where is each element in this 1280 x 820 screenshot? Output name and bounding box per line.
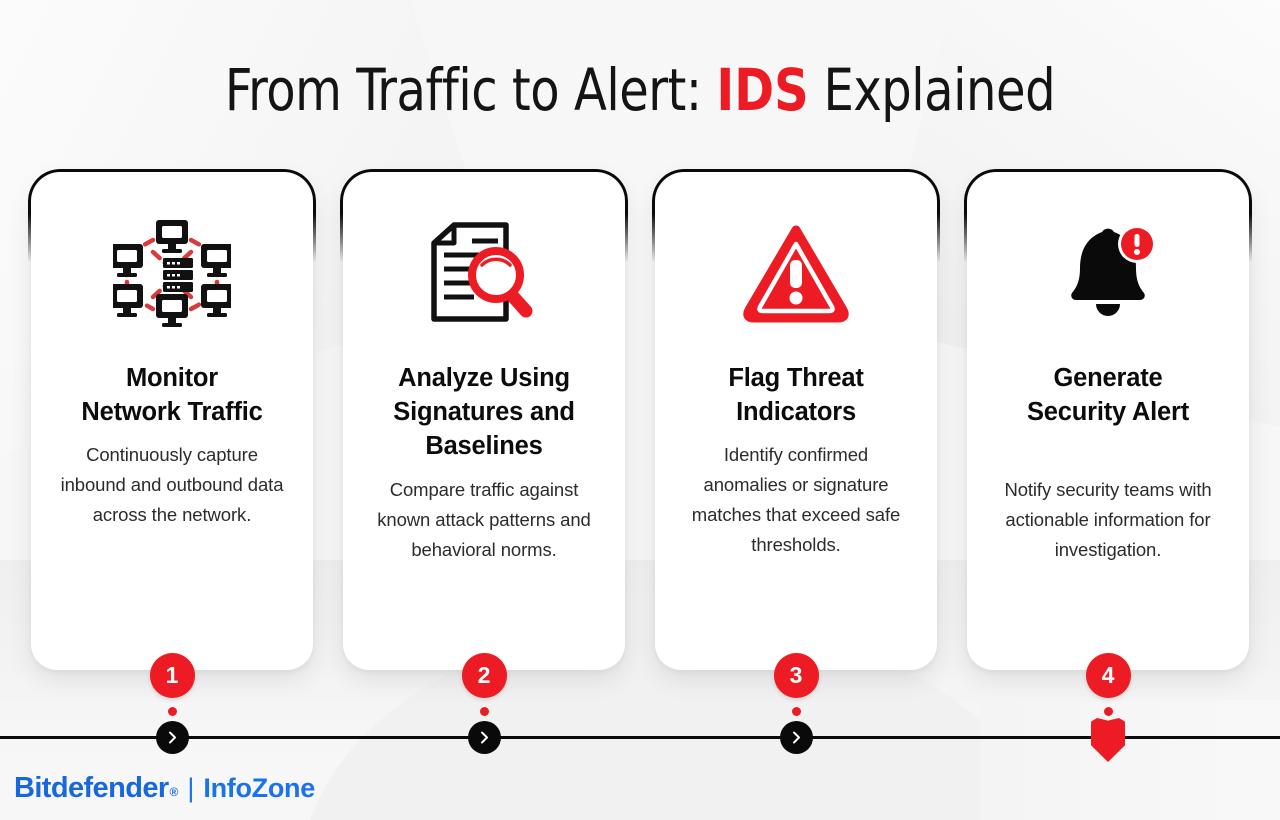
logo-brand-text: Bitdefender <box>14 772 169 804</box>
logo-subbrand-text: InfoZone <box>203 773 315 803</box>
step-dot-4 <box>1103 707 1113 716</box>
step-card-3-title: Flag Threat Indicators <box>673 362 919 430</box>
step-card-3[interactable]: Flag Threat Indicators Identify confirme… <box>655 172 937 670</box>
step-dot-2 <box>479 707 489 716</box>
background-facet-bottom-right <box>980 700 1280 820</box>
step-dot-1 <box>167 707 177 716</box>
step-card-list: Monitor Network Traffic Continuously cap… <box>0 172 1280 672</box>
registered-trademark-icon: ® <box>169 785 179 799</box>
step-card-2-title-line1: Analyze Using <box>398 364 570 392</box>
network-topology-icon <box>31 214 313 334</box>
step-card-4-body: Notify security teams with actionable in… <box>1004 479 1212 561</box>
logo-separator: | <box>187 773 195 803</box>
step-card-2[interactable]: Analyze Using Signatures and Baselines C… <box>343 172 625 670</box>
timeline-node-2[interactable] <box>467 721 501 754</box>
step-card-3-title-line1: Flag Threat <box>728 364 864 392</box>
chevron-right-icon <box>480 731 488 744</box>
timeline-node-1[interactable] <box>155 721 189 754</box>
step-card-4-title-line2: Security Alert <box>1026 397 1190 426</box>
step-card-1-body: Continuously capture inbound and outboun… <box>60 444 284 526</box>
step-card-1[interactable]: Monitor Network Traffic Continuously cap… <box>31 172 313 670</box>
warning-triangle-icon <box>655 214 937 334</box>
chevron-right-icon <box>168 731 176 744</box>
step-card-4-title: Generate Security Alert <box>985 362 1231 430</box>
step-badge-3[interactable]: 3 <box>773 653 819 698</box>
bitdefender-infozone-logo[interactable]: Bitdefender ® | InfoZone <box>14 772 315 805</box>
page-title-prefix: From Traffic to Alert: <box>224 56 717 124</box>
timeline-axis <box>0 736 1280 739</box>
step-badge-1[interactable]: 1 <box>149 653 195 698</box>
step-card-3-body: Identify confirmed anomalies or signatur… <box>691 444 901 556</box>
step-dot-3 <box>791 707 801 716</box>
step-card-2-body: Compare traffic against known attack pat… <box>377 479 591 561</box>
step-card-1-title-line1: Monitor <box>125 364 219 392</box>
step-card-2-title-line3: Baselines <box>425 431 543 460</box>
chevron-right-icon <box>792 731 800 744</box>
step-card-4[interactable]: Generate Security Alert Notify security … <box>967 172 1249 670</box>
page-title-suffix: Explained <box>808 56 1056 124</box>
step-card-1-title: Monitor Network Traffic <box>49 362 295 430</box>
document-magnifier-icon <box>343 214 625 334</box>
step-badge-2[interactable]: 2 <box>461 653 507 698</box>
step-card-4-title-line1: Generate <box>1053 364 1163 392</box>
step-card-2-title-line2: Signatures and <box>393 397 575 426</box>
alert-bell-icon <box>967 214 1249 334</box>
timeline-node-3[interactable] <box>779 721 813 754</box>
step-card-2-title: Analyze Using Signatures and Baselines <box>361 362 607 464</box>
step-card-3-title-line2: Indicators <box>736 397 856 426</box>
page-title-accent: IDS <box>716 56 809 124</box>
shield-icon <box>1091 718 1125 762</box>
page-title: From Traffic to Alert: IDS Explained <box>0 56 1280 124</box>
step-card-1-title-line2: Network Traffic <box>81 397 263 426</box>
step-badge-4[interactable]: 4 <box>1085 653 1131 698</box>
